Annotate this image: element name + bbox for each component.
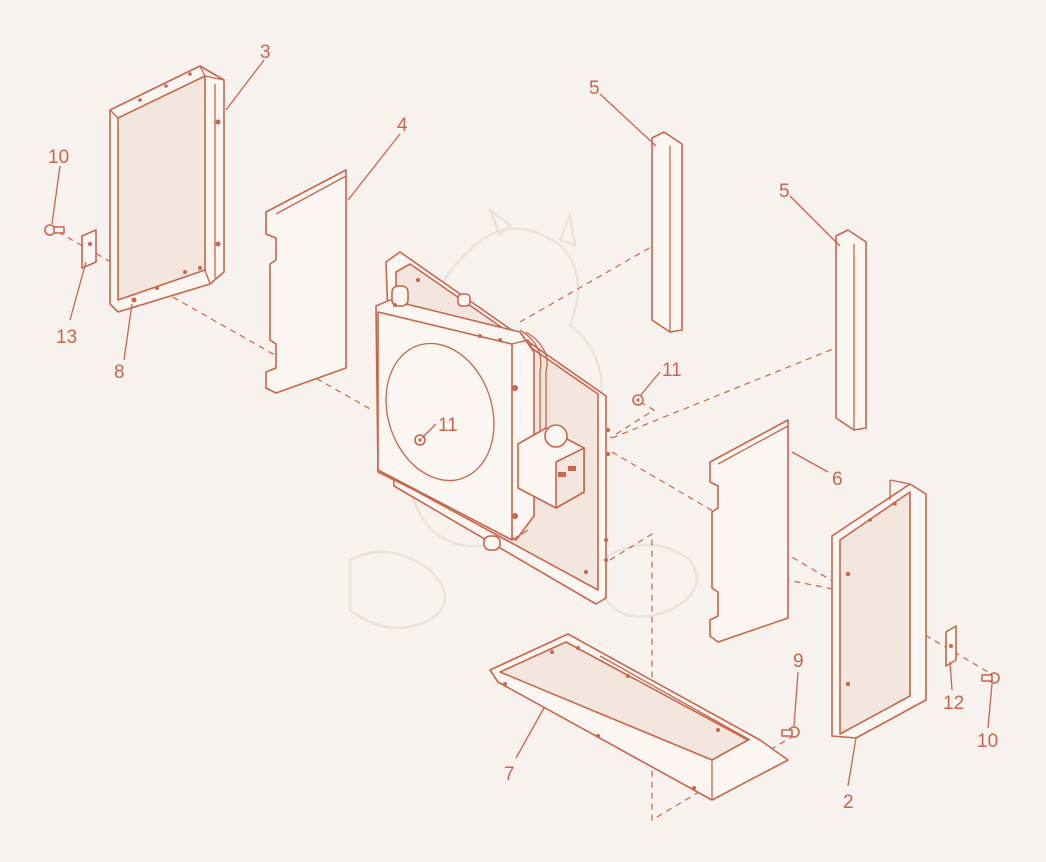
bracket-part-13 — [81, 229, 97, 269]
callout-2: 2 — [843, 792, 854, 813]
seal-strip-part-5-lower — [835, 229, 867, 431]
seal-strip-part-5-upper — [651, 131, 683, 333]
callout-5-lower: 5 — [779, 181, 790, 202]
shroud-panel-part-4 — [265, 169, 347, 394]
leader-lines — [51, 59, 993, 787]
bolt-part-9 — [781, 726, 800, 738]
callout-4: 4 — [397, 115, 408, 136]
bolt-part-10-left — [44, 224, 65, 236]
left-side-frame-part-3 — [109, 65, 225, 313]
callout-11-lower: 11 — [438, 415, 458, 436]
nut-part-11-upper — [632, 394, 644, 406]
callout-3: 3 — [260, 42, 271, 63]
callout-13: 13 — [56, 327, 77, 348]
callout-10-right: 10 — [977, 731, 998, 752]
right-side-frame-part-2 — [831, 479, 927, 739]
shroud-panel-part-6 — [709, 419, 789, 643]
callout-5-upper: 5 — [589, 78, 600, 99]
callout-numbers: 3 4 5 5 10 13 8 11 11 6 9 7 12 10 2 — [48, 42, 998, 813]
bracket-part-12 — [945, 625, 957, 667]
callout-12: 12 — [943, 693, 964, 714]
radiator-core-assembly — [375, 251, 610, 605]
bolt-part-10-right — [981, 672, 1000, 684]
callout-7: 7 — [504, 764, 515, 785]
callout-10-left: 10 — [48, 147, 69, 168]
callout-8: 8 — [114, 362, 125, 383]
callout-9: 9 — [793, 651, 804, 672]
callout-6: 6 — [832, 469, 843, 490]
callout-11-upper: 11 — [662, 360, 682, 381]
bottom-pan-part-7 — [489, 633, 789, 801]
